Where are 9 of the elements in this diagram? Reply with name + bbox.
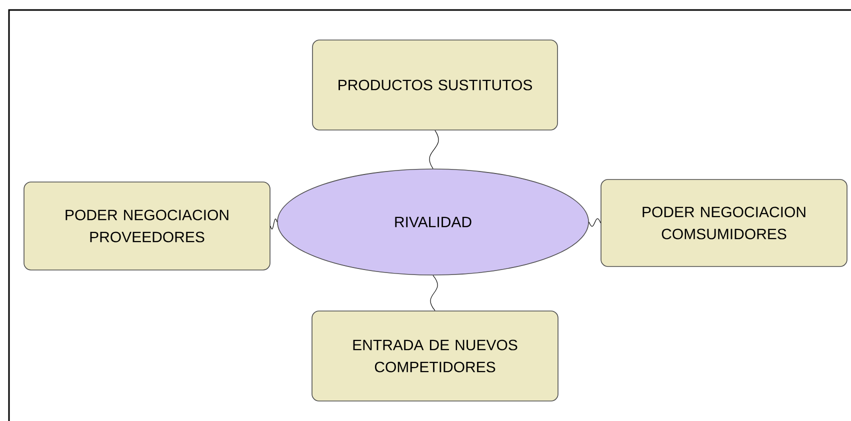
ellipse-node: RIVALIDAD [277, 168, 589, 276]
wavy-connector [430, 275, 438, 311]
rounded-box: ENTRADA DE NUEVOS COMPETIDORES [312, 310, 558, 402]
wavy-connector [429, 130, 439, 169]
rounded-box: PODER NEGOCIACION PROVEEDORES [24, 182, 270, 270]
rounded-box: PODER NEGOCIACION COMSUMIDORES [600, 179, 848, 267]
wavy-connector [588, 218, 601, 227]
rounded-box: PRODUCTOS SUSTITUTOS [312, 40, 558, 130]
wavy-connector [270, 218, 278, 230]
